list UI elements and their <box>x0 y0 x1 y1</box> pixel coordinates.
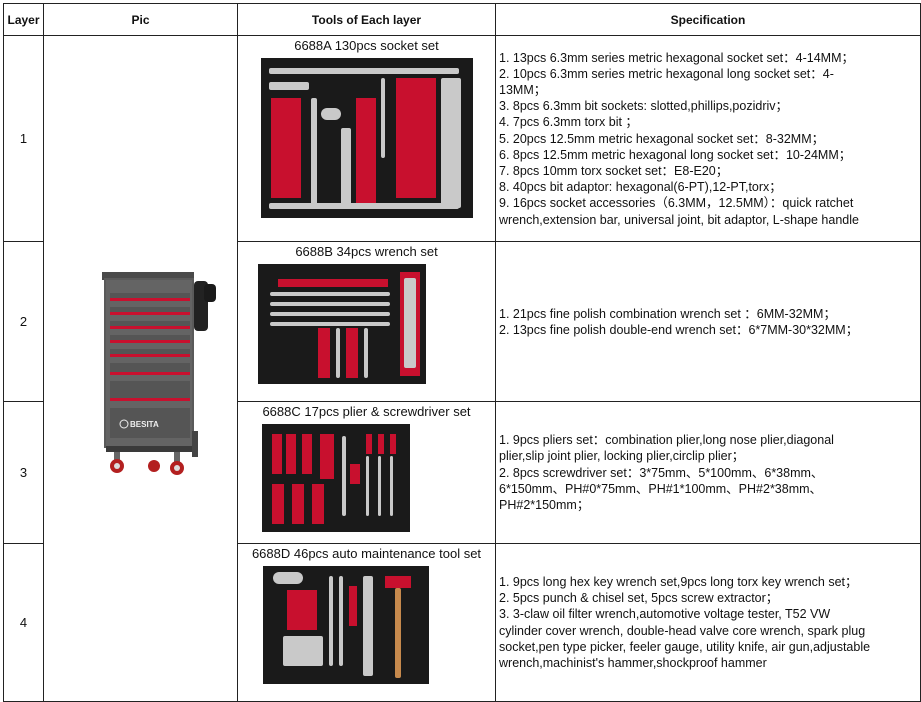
layer-number: 2 <box>3 241 44 403</box>
spec-cell: 1. 13pcs 6.3mm series metric hexagonal s… <box>495 34 921 243</box>
spec-line: socket,pen type picker, feeler gauge, ut… <box>499 639 871 654</box>
table-row: 2 6688B 34pcs wrench set 1. 21pcs fine p… <box>3 241 921 403</box>
spec-line: 7. 8pcs 10mm torx socket set：E8-E20； <box>499 164 729 179</box>
header-pic: Pic <box>43 3 238 36</box>
cabinet-picture-cell: BESITA <box>43 35 238 702</box>
tool-cell: 6688D 46pcs auto maintenance tool set <box>237 543 496 702</box>
tool-cell: 6688A 130pcs socket set <box>237 34 496 243</box>
spec-line: wrench,machinist's hammer,shockproof ham… <box>499 655 767 670</box>
spec-line: 5. 20pcs 12.5mm metric hexagonal socket … <box>499 131 825 146</box>
header-tools: Tools of Each layer <box>237 3 496 36</box>
spec-line: 8. 40pcs bit adaptor: hexagonal(6-PT),12… <box>499 180 782 195</box>
header-row: Layer Pic Tools of Each layer Specificat… <box>3 3 921 36</box>
spec-line: 13MM； <box>499 83 547 98</box>
tool-title: 6688A 130pcs socket set <box>294 38 439 53</box>
tool-cabinet-image: BESITA <box>102 272 216 475</box>
spec-line: 3. 3-claw oil filter wrench,automotive v… <box>499 607 831 622</box>
spec-line: 1. 9pcs long hex key wrench set,9pcs lon… <box>499 574 858 589</box>
spec-line: 4. 7pcs 6.3mm torx bit ； <box>499 115 638 130</box>
spec-line: cylinder cover wrench, double-head valve… <box>499 623 866 638</box>
spec-line: 2. 10pcs 6.3mm series metric hexagonal l… <box>499 66 834 81</box>
wrench-set-tray-image <box>258 264 426 385</box>
socket-set-tray-image <box>260 58 473 218</box>
spec-cell: 1. 21pcs fine polish combination wrench … <box>495 241 921 403</box>
spec-line: 1. 13pcs 6.3mm series metric hexagonal s… <box>499 50 854 65</box>
plier-screwdriver-tray-image <box>262 424 410 533</box>
brand-logo: BESITA <box>130 420 159 429</box>
spec-line: PH#2*150mm； <box>499 498 590 513</box>
drawer-fronts <box>110 293 190 438</box>
tool-title: 6688C 17pcs plier & screwdriver set <box>262 404 471 420</box>
spec-cell: 1. 9pcs long hex key wrench set,9pcs lon… <box>495 543 921 702</box>
layer-number: 4 <box>3 543 44 702</box>
caster-wheels <box>110 452 184 475</box>
tool-cell: 6688B 34pcs wrench set <box>237 241 496 403</box>
table-row: 3 6688C 17pcs plier & screwdriver set <box>3 401 921 545</box>
table-row: 4 6688D 46pcs auto maintenance tool set … <box>3 543 921 702</box>
tool-cell: 6688C 17pcs plier & screwdriver set <box>237 401 496 545</box>
spec-line: wrench,extension bar, universal joint, b… <box>499 212 859 227</box>
spec-cell: 1. 9pcs pliers set：combination plier,lon… <box>495 401 921 545</box>
spec-line: 2. 13pcs fine polish double-end wrench s… <box>499 322 859 337</box>
layer-number: 3 <box>3 401 44 545</box>
spec-line: 3. 8pcs 6.3mm bit sockets: slotted,phill… <box>499 99 789 114</box>
table-row: 1 <box>3 34 921 702</box>
spec-line: 2. 5pcs punch & chisel set, 5pcs screw e… <box>499 591 779 606</box>
spec-table: Layer Pic Tools of Each layer Specificat… <box>3 3 921 702</box>
spec-line: 1. 21pcs fine polish combination wrench … <box>499 306 836 321</box>
spec-line: plier,slip joint plier, locking plier,ci… <box>499 449 745 464</box>
spec-line: 1. 9pcs pliers set：combination plier,lon… <box>499 433 834 448</box>
auto-maintenance-tray-image <box>263 566 429 685</box>
header-layer: Layer <box>3 3 44 36</box>
layer-number: 1 <box>3 34 44 243</box>
tool-title: 6688B 34pcs wrench set <box>295 244 438 260</box>
spec-line: 6. 8pcs 12.5mm metric hexagonal long soc… <box>499 147 852 162</box>
header-spec: Specification <box>495 3 921 36</box>
spec-line: 6*150mm、PH#0*75mm、PH#1*100mm、PH#2*38mm、 <box>499 481 823 496</box>
tool-title: 6688D 46pcs auto maintenance tool set <box>251 546 482 562</box>
spec-line: 2. 8pcs screwdriver set：3*75mm、5*100mm、6… <box>499 465 824 480</box>
spec-line: 9. 16pcs socket accessories（6.3MM，12.5MM… <box>499 196 854 211</box>
